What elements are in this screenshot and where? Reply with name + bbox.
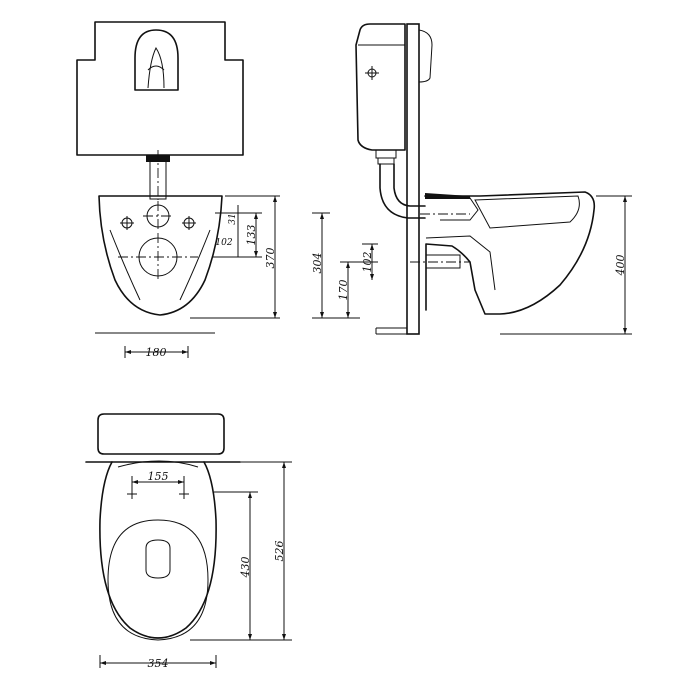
dim-projection-height: 400 <box>614 255 627 277</box>
cistern-frame <box>76 21 244 156</box>
dim-outlet-center: 102 <box>215 238 232 248</box>
front-bowl <box>98 195 223 316</box>
dim-outlet-width: 102 <box>361 252 374 273</box>
flush-pipe <box>379 163 426 219</box>
dim-inlet-offset: 31 <box>228 213 238 224</box>
wall-post <box>406 23 420 335</box>
top-bowl-rim <box>107 519 209 641</box>
top-cistern <box>97 413 225 455</box>
dim-fixing-span: 133 <box>245 225 258 246</box>
side-cistern <box>355 23 406 151</box>
side-view: 304 170 102 400 <box>311 23 632 335</box>
top-outlet <box>145 539 171 579</box>
top-bowl <box>99 461 217 639</box>
dim-rim-height: 304 <box>311 253 324 274</box>
dim-inner-length: 430 <box>239 557 252 579</box>
flush-button-split <box>147 47 165 89</box>
dim-bowl-width: 180 <box>146 346 167 359</box>
flush-plate <box>134 29 179 91</box>
dim-width: 354 <box>148 657 169 670</box>
dim-outlet-height: 170 <box>337 280 350 301</box>
dim-total-length: 526 <box>273 541 286 562</box>
dim-fixing-distance: 155 <box>148 470 169 483</box>
dim-total-height: 370 <box>264 248 277 269</box>
side-bowl <box>424 191 596 315</box>
top-view: 155 430 526 354 <box>85 413 292 670</box>
front-view: 180 31 102 133 370 <box>76 21 280 359</box>
